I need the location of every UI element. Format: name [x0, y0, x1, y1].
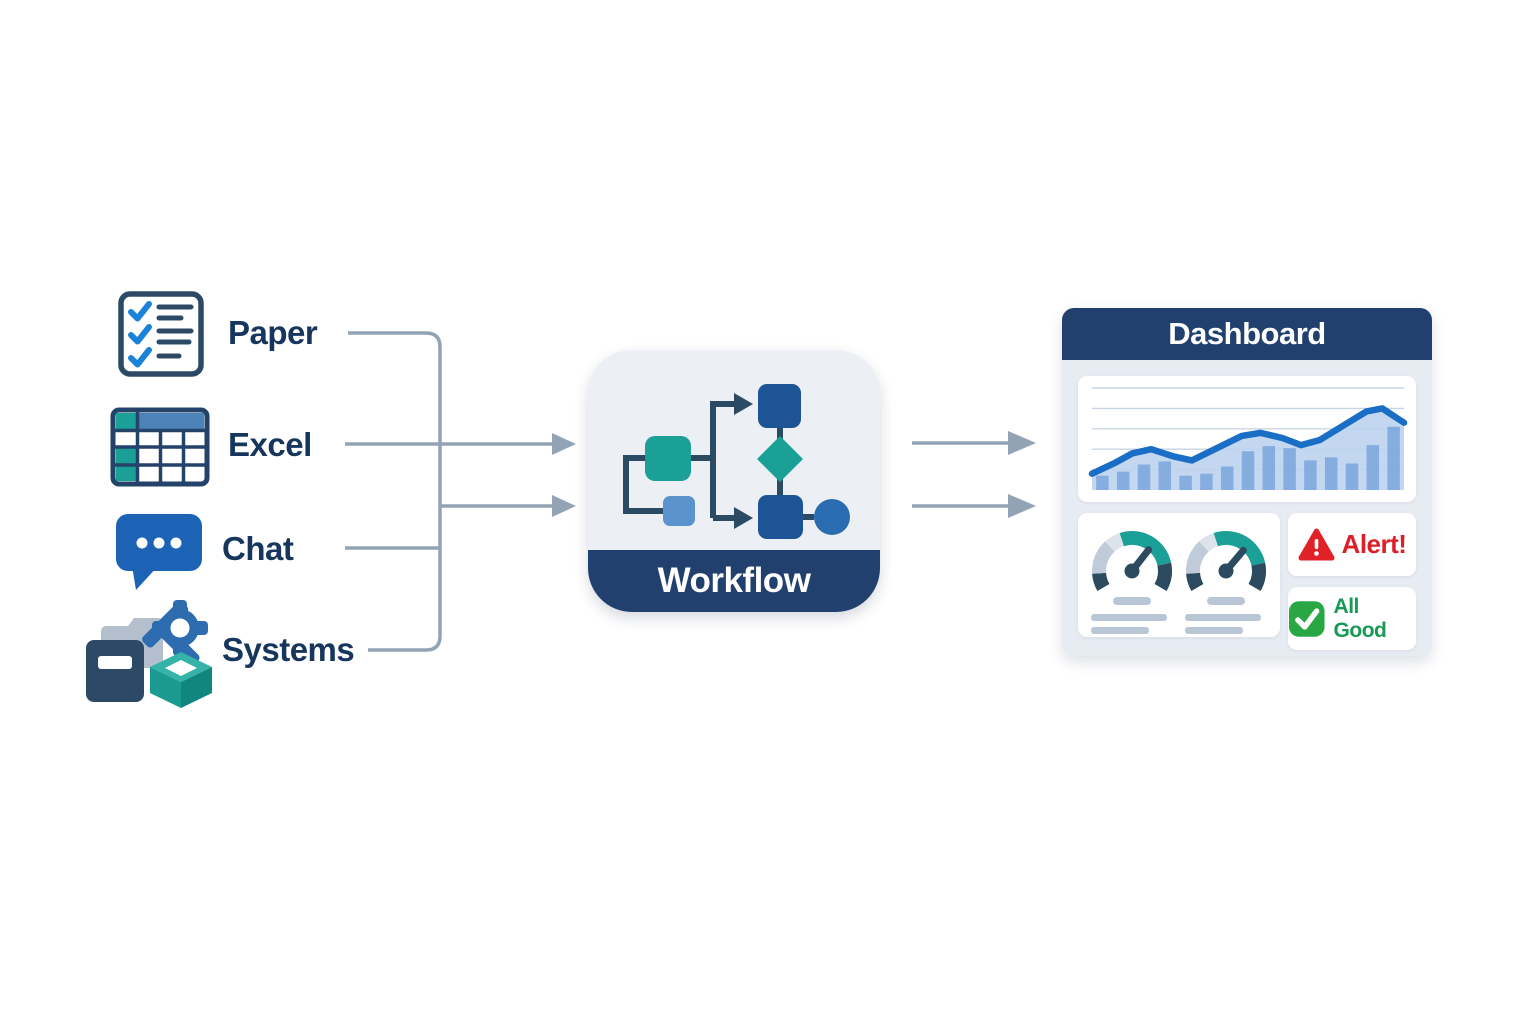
all-good-label: All Good — [1333, 594, 1387, 642]
trend-chart — [1088, 387, 1408, 490]
systems-icon — [86, 600, 212, 708]
gauge-text-placeholder — [1091, 614, 1167, 621]
dashboard-panel: Dashboard Ale — [1062, 308, 1432, 656]
gauge-value-placeholder — [1207, 597, 1245, 605]
arrowhead-icon — [1008, 494, 1036, 518]
checklist-icon — [118, 291, 204, 377]
source-spine-line — [348, 331, 442, 652]
gauge-icon — [1186, 531, 1266, 591]
dashboard-gauges-card — [1078, 513, 1280, 637]
dashboard-chart-card — [1078, 376, 1416, 502]
chat-bubble-icon — [116, 514, 202, 590]
arrowhead-icon — [1008, 431, 1036, 455]
gauge-text-placeholder — [1091, 627, 1149, 634]
workflow-label: Workflow — [657, 561, 811, 600]
gauge-value-placeholder — [1113, 597, 1151, 605]
cube-icon — [150, 652, 212, 708]
check-badge-icon — [1288, 600, 1325, 637]
gear-icon — [142, 600, 208, 666]
spreadsheet-icon — [110, 407, 210, 487]
gauge-text-placeholder — [1185, 627, 1243, 634]
arrowhead-icon — [552, 495, 576, 517]
source-label-paper: Paper — [228, 314, 318, 351]
gauge-1 — [1086, 521, 1178, 634]
alert-label: Alert! — [1341, 529, 1407, 559]
gauge-icon — [1092, 531, 1172, 591]
all-good-card: All Good — [1288, 587, 1416, 650]
gauge-2 — [1180, 521, 1272, 634]
warning-triangle-icon — [1298, 528, 1335, 561]
flowchart-icon — [623, 384, 850, 539]
workflow-box: Workflow — [588, 350, 880, 612]
dashboard-title: Dashboard — [1168, 316, 1326, 351]
arrowhead-icon — [552, 433, 576, 455]
gauge-text-placeholder — [1185, 614, 1261, 621]
workflow-title-band: Workflow — [588, 550, 880, 612]
alert-card: Alert! — [1288, 513, 1416, 576]
source-label-systems: Systems — [222, 631, 355, 668]
binder-icon — [86, 640, 144, 702]
dashboard-header: Dashboard — [1062, 308, 1432, 360]
source-label-excel: Excel — [228, 426, 312, 463]
source-label-chat: Chat — [222, 530, 294, 567]
